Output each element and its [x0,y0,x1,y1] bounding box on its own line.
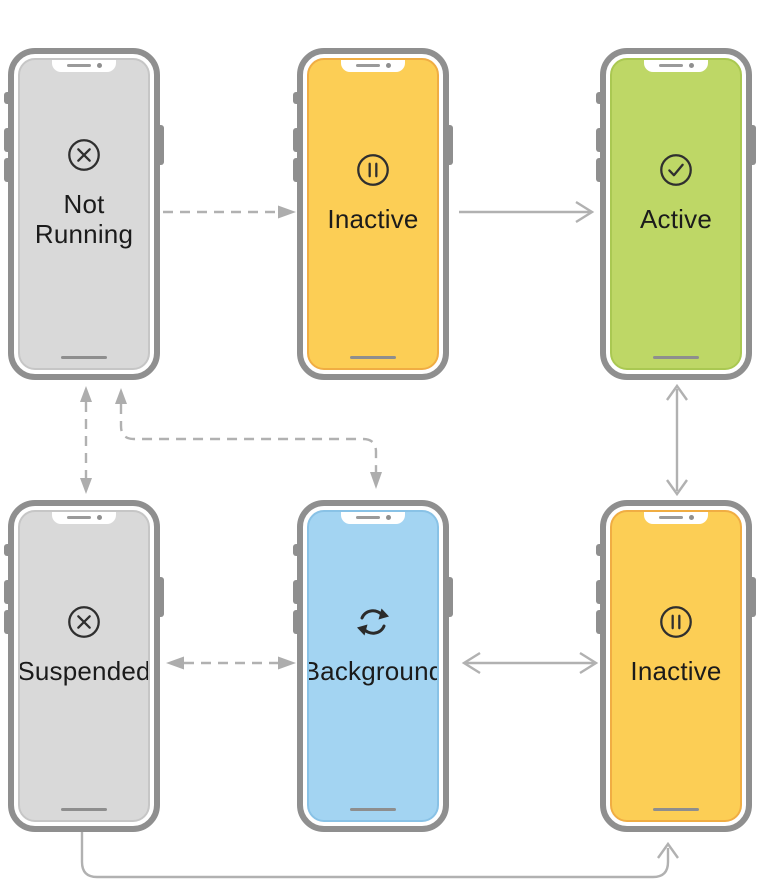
speaker-icon [66,64,91,67]
power-button [160,577,164,617]
state-label: Suspended [18,655,150,686]
screen-content: Suspended [20,512,148,820]
state-label: Not Running [34,189,134,249]
x-circle-icon [65,602,103,642]
check-circle-icon [657,150,695,190]
power-button [752,577,756,617]
volume-up-button [4,128,8,152]
notch [52,512,116,524]
phone-screen: Inactive [610,510,742,822]
screen-content: Inactive [612,512,740,820]
camera-icon [688,515,694,520]
state-label: Active [639,203,712,234]
volume-up-button [293,580,297,604]
state-label: Inactive [630,655,722,686]
volume-up-button [596,580,600,604]
phone-not-running: Not Running [4,48,164,380]
screen-content: Not Running [20,60,148,368]
speaker-icon [658,516,683,519]
arrow-not-running-to-inactive [163,205,296,219]
phone-screen: Suspended [18,510,150,822]
arrow-background-to-inactive-bidirectional [461,651,599,675]
x-circle-icon [65,135,103,175]
camera-icon [385,515,391,520]
phone-screen: Active [610,58,742,370]
state-label: Background [307,655,439,686]
arrow-active-to-inactive-bidirectional [666,383,688,497]
notch [341,60,405,72]
power-button [160,125,164,165]
home-indicator [653,356,699,359]
arrow-inactive-to-active [459,200,595,224]
speaker-icon [658,64,683,67]
phone-inactive-top: Inactive [293,48,453,380]
home-indicator [653,808,699,811]
speaker-icon [66,516,91,519]
refresh-icon [352,602,394,642]
arrow-suspended-to-inactive-bottom-path [80,824,679,879]
speaker-icon [355,516,380,519]
volume-down-button [4,158,8,182]
arrow-not-running-to-background-elbow [115,388,382,489]
volume-down-button [596,158,600,182]
pause-circle-icon [657,602,695,642]
home-indicator [61,808,107,811]
notch [644,60,708,72]
screen-content: Background [309,512,437,820]
camera-icon [385,63,391,68]
mute-switch [293,544,297,556]
mute-switch [293,92,297,104]
mute-switch [596,544,600,556]
volume-down-button [293,610,297,634]
power-button [449,125,453,165]
speaker-icon [355,64,380,67]
home-indicator [61,356,107,359]
home-indicator [350,356,396,359]
screen-content: Inactive [309,60,437,368]
camera-icon [96,63,102,68]
mute-switch [596,92,600,104]
volume-down-button [4,610,8,634]
volume-down-button [293,158,297,182]
camera-icon [688,63,694,68]
volume-up-button [596,128,600,152]
state-label: Inactive [327,203,419,234]
mute-switch [4,544,8,556]
mute-switch [4,92,8,104]
volume-up-button [4,580,8,604]
phone-suspended: Suspended [4,500,164,832]
phone-inactive-bottom: Inactive [596,500,756,832]
power-button [449,577,453,617]
phone-active: Active [596,48,756,380]
notch [52,60,116,72]
arrow-suspended-to-background-bidirectional [166,656,296,670]
arrow-not-running-to-suspended-bidirectional [80,386,92,494]
notch [644,512,708,524]
volume-up-button [293,128,297,152]
notch [341,512,405,524]
camera-icon [96,515,102,520]
phone-screen: Background [307,510,439,822]
phone-background: Background [293,500,453,832]
power-button [752,125,756,165]
home-indicator [350,808,396,811]
phone-screen: Not Running [18,58,150,370]
pause-circle-icon [354,150,392,190]
phone-screen: Inactive [307,58,439,370]
volume-down-button [596,610,600,634]
screen-content: Active [612,60,740,368]
